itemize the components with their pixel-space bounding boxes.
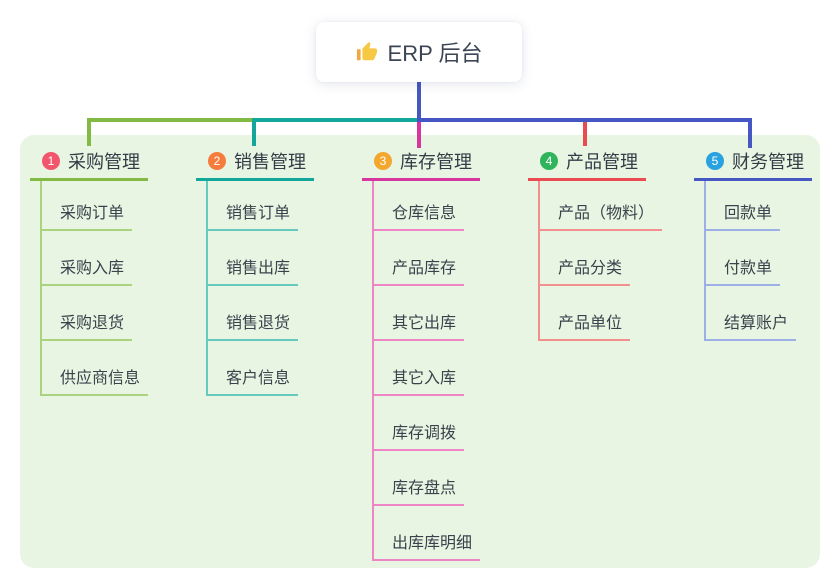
child-label: 库存盘点 [374,474,465,506]
branch-underline [362,178,480,181]
child-node[interactable]: 供应商信息 [42,341,149,396]
branch-number-badge: 2 [208,152,226,170]
thumbs-up-icon [356,41,377,61]
branch-number-badge: 1 [42,152,60,170]
child-label: 产品单位 [540,309,631,341]
branch-underline [30,178,148,181]
child-node[interactable]: 产品库存 [374,231,480,286]
connector-drop-branch-5 [748,118,752,148]
child-node[interactable]: 库存调拨 [374,396,480,451]
child-node[interactable]: 销售退货 [208,286,314,341]
branch-label: 采购管理 [68,152,140,172]
root-label: ERP 后台 [387,41,483,66]
child-node[interactable]: 销售订单 [208,181,314,231]
child-label: 结算账户 [706,309,797,341]
branch-header[interactable]: 2 销售管理 [196,148,314,174]
child-label: 采购订单 [42,199,133,231]
branch-4: 4 产品管理 产品（物料） 产品分类 产品单位 [528,148,663,341]
child-label: 出库库明细 [374,529,481,561]
branch-children: 仓库信息 产品库存 其它出库 其它入库 库存调拨 库存盘点 出库库明细 [372,181,481,561]
child-label: 销售退货 [208,309,299,341]
child-label: 销售订单 [208,199,299,231]
child-node[interactable]: 采购退货 [42,286,148,341]
child-label: 其它出库 [374,309,465,341]
branch-underline [528,178,646,181]
child-label: 销售出库 [208,254,299,286]
child-label: 付款单 [706,254,781,286]
child-label: 产品库存 [374,254,465,286]
branch-1: 1 采购管理 采购订单 采购入库 采购退货 供应商信息 [30,148,149,396]
branch-header[interactable]: 5 财务管理 [694,148,812,174]
branch-underline [196,178,314,181]
branch-children: 回款单 付款单 结算账户 [704,181,812,341]
branch-header[interactable]: 1 采购管理 [30,148,148,174]
branch-header[interactable]: 3 库存管理 [362,148,480,174]
branch-label: 库存管理 [400,152,472,172]
background-panel [20,135,820,568]
child-label: 库存调拨 [374,419,465,451]
branch-number-badge: 4 [540,152,558,170]
connector-drop-branch-1 [87,118,91,146]
connector-branch-1 [87,118,253,122]
branch-children: 产品（物料） 产品分类 产品单位 [538,181,663,341]
child-node[interactable]: 其它出库 [374,286,480,341]
branch-underline [694,178,812,181]
child-node[interactable]: 产品分类 [540,231,646,286]
branch-children: 采购订单 采购入库 采购退货 供应商信息 [40,181,149,396]
branch-header[interactable]: 4 产品管理 [528,148,646,174]
connector-branch-2 [252,118,419,122]
child-label: 采购入库 [42,254,133,286]
branch-number-badge: 3 [374,152,392,170]
root-node[interactable]: ERP 后台 [316,22,522,82]
child-node[interactable]: 出库库明细 [374,506,481,561]
connector-drop-branch-3 [417,122,421,148]
branch-label: 财务管理 [732,152,804,172]
branch-label: 产品管理 [566,152,638,172]
child-node[interactable]: 付款单 [706,231,812,286]
branch-3: 3 库存管理 仓库信息 产品库存 其它出库 其它入库 库存调拨 库存盘点 出库库… [362,148,481,561]
branch-number-badge: 5 [706,152,724,170]
branch-2: 2 销售管理 销售订单 销售出库 销售退货 客户信息 [196,148,314,396]
child-node[interactable]: 回款单 [706,181,812,231]
child-node[interactable]: 客户信息 [208,341,314,396]
child-label: 采购退货 [42,309,133,341]
child-node[interactable]: 产品单位 [540,286,646,341]
child-label: 供应商信息 [42,364,149,396]
branch-label: 销售管理 [234,152,306,172]
child-node[interactable]: 产品（物料） [540,181,663,231]
child-node[interactable]: 结算账户 [706,286,812,341]
child-label: 产品分类 [540,254,631,286]
child-label: 回款单 [706,199,781,231]
child-node[interactable]: 仓库信息 [374,181,480,231]
branch-children: 销售订单 销售出库 销售退货 客户信息 [206,181,314,396]
child-node[interactable]: 其它入库 [374,341,480,396]
child-node[interactable]: 库存盘点 [374,451,480,506]
connector-drop-branch-2 [252,118,256,146]
root-connector-line [417,82,421,122]
child-label: 其它入库 [374,364,465,396]
child-node[interactable]: 采购订单 [42,181,148,231]
child-node[interactable]: 销售出库 [208,231,314,286]
connector-branch-5 [417,118,752,122]
connector-drop-branch-4 [583,122,587,146]
child-label: 产品（物料） [540,199,663,231]
child-node[interactable]: 采购入库 [42,231,148,286]
child-label: 仓库信息 [374,199,465,231]
branch-5: 5 财务管理 回款单 付款单 结算账户 [694,148,812,341]
child-label: 客户信息 [208,364,299,396]
